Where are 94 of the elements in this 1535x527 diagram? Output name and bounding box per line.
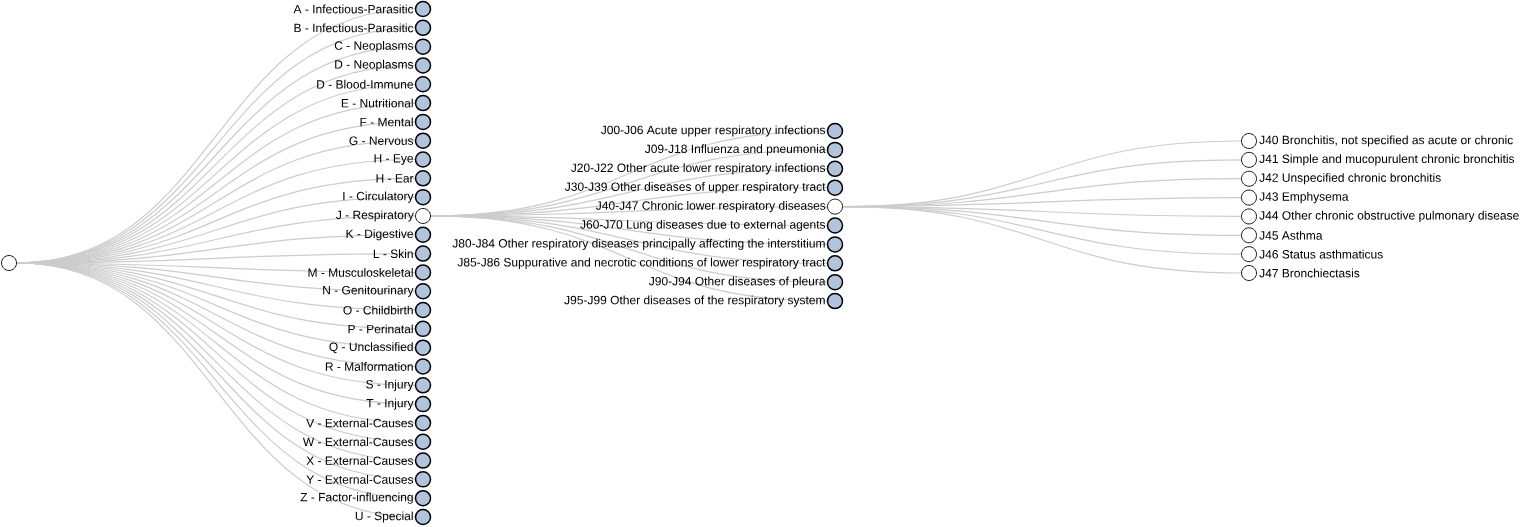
node-label: J40-J47 Chronic lower respiratory diseases — [595, 201, 826, 213]
tree-node: D - Blood-Immune — [317, 76, 432, 93]
tree-node: C - Neoplasms — [334, 38, 432, 55]
tree-node: T - Injury — [366, 395, 432, 413]
tree-node: J43 Emphysema — [1241, 189, 1349, 206]
tree-node: Y - External-Causes — [306, 471, 432, 488]
node-label: J80-J84 Other respiratory diseases principally affecting the interstitium — [452, 238, 825, 250]
node-label: K - Digestive — [346, 229, 413, 241]
node-label: M - Musculoskeletal — [308, 268, 413, 277]
node-label: J44 Other chronic obstructive pulmonary disease — [1259, 210, 1519, 223]
tree-node: X - External-Causes — [306, 452, 432, 469]
tree-node: J47 Bronchiectasis — [1241, 265, 1360, 281]
tree-node — [1, 255, 17, 271]
tree-node: S - Injury — [366, 377, 432, 394]
tree-node: R - Malformation — [325, 358, 432, 375]
tree-node: H - Eye — [374, 151, 432, 168]
tree-node: L - Skin — [373, 245, 432, 262]
node-label: D - Neoplasms — [335, 59, 414, 72]
tree-node: J40 Bronchitis, not specified as acute or chronic — [1241, 133, 1513, 149]
node-label: J85-J86 Suppurative and necrotic conditions of lower respiratory tract — [457, 257, 826, 269]
node-label: J41 Simple and mucopurulent chronic bronchitis — [1259, 154, 1515, 166]
tree-node: J90-J94 Other diseases of pleura — [649, 273, 844, 291]
tree-node: J20-J22 Other acute lower respiratory infections — [570, 160, 844, 178]
tree-node: U - Special — [355, 508, 432, 526]
tree-node: J46 Status asthmaticus — [1241, 246, 1383, 263]
node-label: P - Perinatal — [348, 324, 413, 334]
tree-node: W - External-Causes — [302, 433, 432, 450]
tree-node: O - Childbirth — [343, 301, 432, 319]
tree-node: Q - Unclassified — [329, 339, 432, 356]
node-label: I - Circulatory — [343, 191, 414, 203]
node-label: J09-J18 Influenza and pneumonia — [644, 144, 826, 156]
node-label: J60-J70 Lung diseases due to external agents — [580, 219, 826, 232]
tree-node: M - Musculoskeletal — [308, 264, 432, 281]
tree-node: J60-J70 Lung diseases due to external agents — [580, 217, 844, 234]
node-label: O - Childbirth — [343, 305, 413, 315]
tree-node: J41 Simple and mucopurulent chronic bronchitis — [1241, 151, 1515, 168]
node-label: D - Blood-Immune — [317, 79, 413, 89]
node-label: J20-J22 Other acute lower respiratory infections — [570, 163, 826, 175]
tree-node: F - Mental — [360, 113, 432, 131]
node-label: C - Neoplasms — [334, 41, 414, 53]
node-label: J45 Asthma — [1259, 230, 1323, 240]
node-label: J90-J94 Other diseases of pleura — [648, 276, 826, 288]
tree-node: E - Nutritional — [341, 94, 432, 112]
tree-node: J44 Other chronic obstructive pulmonary disease — [1241, 208, 1519, 225]
tree-node: J45 Asthma — [1241, 227, 1323, 244]
tree-node: K - Digestive — [346, 226, 432, 243]
tree-node: P - Perinatal — [348, 320, 432, 338]
node-label: H - Ear — [376, 174, 414, 183]
tree-node: J30-J39 Other diseases of upper respiratory tract — [564, 179, 844, 196]
node-label: Y - External-Causes — [306, 474, 414, 484]
tree-node: G - Nervous — [349, 132, 432, 149]
node-label: J46 Status asthmaticus — [1259, 249, 1383, 259]
node-label: J30-J39 Other diseases of upper respiratory tract — [564, 182, 826, 194]
node-label: L - Skin — [373, 249, 413, 258]
node-label: B - Infectious-Parasitic — [294, 23, 414, 33]
tree-node: H - Ear — [376, 170, 432, 187]
node-label: J42 Unspecified chronic bronchitis — [1259, 173, 1441, 185]
node-label: E - Nutritional — [341, 98, 413, 108]
node-label: A - Infectious-Parasitic — [293, 4, 414, 14]
node-label: X - External-Causes — [306, 456, 414, 465]
node-label: T - Injury — [366, 398, 414, 410]
node-label: V - External-Causes — [306, 418, 414, 428]
tree-node: J80-J84 Other respiratory diseases principally affecting the interstitium — [452, 236, 844, 253]
node-label: U - Special — [355, 511, 413, 523]
tree-node: I - Circulatory — [343, 188, 432, 206]
node-label: W - External-Causes — [302, 437, 414, 447]
tree-node: J42 Unspecified chronic bronchitis — [1241, 170, 1441, 187]
node-label: J43 Emphysema — [1259, 191, 1349, 204]
node-label: J40 Bronchitis, not specified as acute or chronic — [1259, 135, 1513, 147]
tree-node: N - Genitourinary — [323, 282, 432, 300]
tree-node: A - Infectious-Parasitic — [293, 0, 432, 18]
node-label: G - Nervous — [349, 136, 414, 145]
node-label: F - Mental — [360, 117, 413, 127]
tree-link — [842, 206, 1242, 274]
node-label: J00-J06 Acute upper respiratory infections — [600, 125, 826, 137]
tree-node: B - Infectious-Parasitic — [294, 19, 432, 37]
tree-node: J40-J47 Chronic lower respiratory diseases — [595, 198, 843, 215]
node-label: S - Injury — [366, 379, 414, 391]
node-label: Q - Unclassified — [329, 342, 413, 354]
tree-node: D - Neoplasms — [335, 57, 432, 74]
tree-node: Z - Factor-influencing — [300, 489, 432, 507]
tree-node: J - Respiratory — [336, 208, 431, 224]
node-label: H - Eye — [374, 154, 414, 165]
node-label: N - Genitourinary — [323, 285, 414, 297]
tree-node: V - External-Causes — [306, 414, 432, 432]
node-label: J95-J99 Other diseases of the respiratory system — [564, 295, 825, 307]
tree-node: J09-J18 Influenza and pneumonia — [644, 141, 844, 159]
tree-node: J85-J86 Suppurative and necrotic conditions of lower respiratory tract — [457, 255, 844, 272]
node-label: Z - Factor-influencing — [300, 492, 413, 504]
node-label: J - Respiratory — [336, 210, 414, 222]
node-label: J47 Bronchiectasis — [1259, 268, 1360, 278]
node-label: R - Malformation — [325, 362, 413, 371]
tree-node: J95-J99 Other diseases of the respiratory system — [564, 292, 844, 310]
tree-node: J00-J06 Acute upper respiratory infections — [600, 122, 844, 140]
